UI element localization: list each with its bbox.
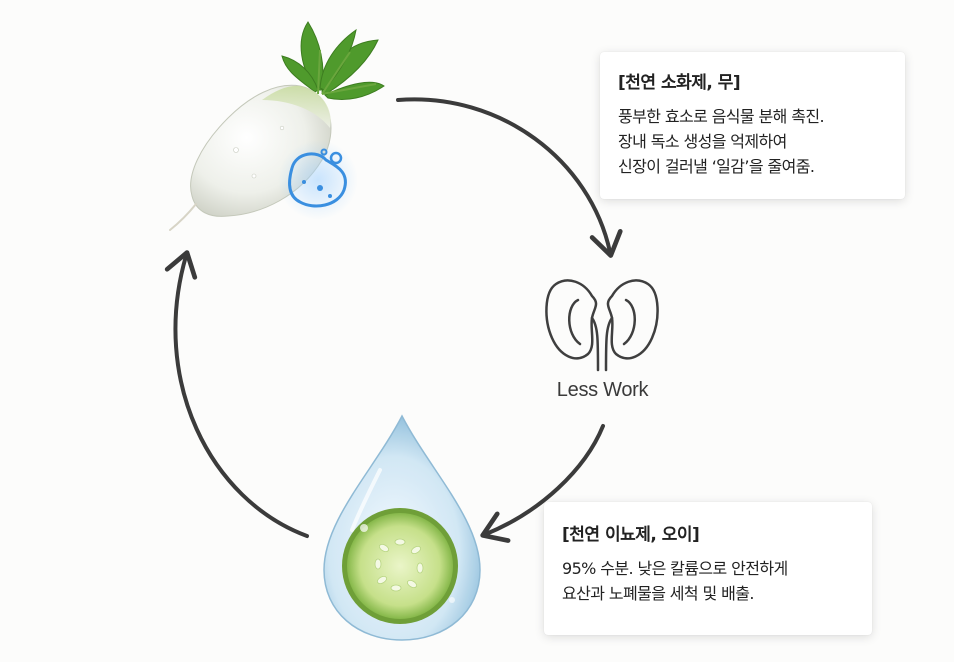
enzyme-bubble-icon <box>278 140 358 220</box>
cycle-arrow-radish-to-kidney <box>396 97 623 258</box>
radish-card-line: 풍부한 효소로 음식물 분해 촉진. <box>618 107 825 126</box>
radish-card-line: 신장이 걸러낼 ‘일감’을 줄여줌. <box>618 157 815 176</box>
water-drop-cucumber-icon <box>323 414 481 641</box>
kidney-label: Less Work <box>556 379 649 401</box>
cucumber-card-line: 요산과 노폐물을 세척 및 배출. <box>562 584 754 603</box>
cucumber-card-line: 95% 수분. 낮은 칼륨으로 안전하게 <box>562 559 788 578</box>
cycle-arrow-cucumber-to-radish <box>164 250 309 538</box>
radish-card-title: [천연 소화제, 무] <box>618 73 741 93</box>
cucumber-info-card: [천연 이뇨제, 오이] 95% 수분. 낮은 칼륨으로 안전하게 요산과 노폐… <box>544 502 872 635</box>
radish-card-line: 장내 독소 생성을 억제하여 <box>618 132 787 151</box>
cycle-arrow-kidney-to-cucumber <box>480 424 605 543</box>
radish-info-card: [천연 소화제, 무] 풍부한 효소로 음식물 분해 촉진. 장내 독소 생성을… <box>600 52 905 199</box>
kidneys-icon <box>545 279 659 372</box>
cucumber-card-title: [천연 이뇨제, 오이] <box>562 525 700 545</box>
